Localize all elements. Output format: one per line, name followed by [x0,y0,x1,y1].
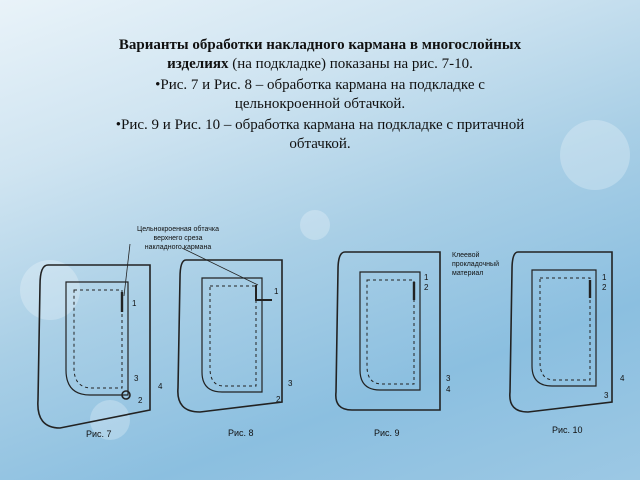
fig8-note-line: Цельнокроенная обтачка [137,225,219,233]
fig7-stitch-line [73,289,123,389]
fig7-mark-label: 3 [134,374,139,383]
bokeh-decoration [560,120,630,190]
fig7-mark-label: 1 [132,299,137,308]
fig8-leader-line [181,247,259,286]
fig7-leader-line [123,243,131,297]
figure-10 [509,251,613,413]
fig8-mark-label: 2 [276,395,281,404]
fig10-mark-label: 1 [602,273,607,282]
fig8-mark-label: 3 [288,379,293,388]
slide-text: Варианты обработки накладного кармана в … [110,36,530,154]
fig9-mark-label: 1 [424,273,429,282]
figure-captions: Рис. 7 Рис. 8 Рис. 9 Рис. 10 [86,425,583,439]
fig10-mark-label: 2 [602,283,607,292]
fig8-note-line: верхнего среза [153,235,202,242]
fig9-stitch-line [366,279,415,385]
fig10-caption: Рис. 10 [552,425,583,435]
pocket-figures: Цельнокроенная обтачка верхнего среза на… [37,225,625,439]
bokeh-decoration [300,210,330,240]
fig7-mark-label: 4 [158,382,163,391]
fig9-mark-label: 2 [424,283,429,292]
heading-rest: (на подкладке) показаны на рис. 7-10. [228,56,473,72]
fig10-pocket [531,269,597,387]
figure-9 [335,251,441,411]
callouts: Цельнокроенная обтачка верхнего среза на… [137,225,499,277]
fig10-outline [509,251,613,413]
slide-heading: Варианты обработки накладного кармана в … [110,36,530,74]
fig8-facing [255,285,272,301]
fig8-stitch-line [209,285,257,387]
fig9-pocket [359,271,421,391]
fig7-caption: Рис. 7 [86,429,112,439]
fig8-pocket [201,277,263,393]
fig10-mark-label: 3 [604,391,609,400]
fig7-pocket [65,281,129,396]
figure-8 [123,243,283,413]
fig8-note-line: накладного кармана [145,244,212,251]
bullet-item: •Рис. 7 и Рис. 8 – обработка кармана на … [155,77,485,112]
fig9-outline [335,251,441,411]
figure-marks: 1 3 4 2 1 3 2 1 2 3 4 1 2 4 3 [132,273,625,405]
fig9-note-line: Клеевой [452,251,479,259]
fig8-mark-label: 1 [274,287,279,296]
fig10-stitch-line [539,277,591,381]
bullet-text: Рис. 7 и Рис. 8 – обработка кармана на п… [160,77,485,112]
figure-7 [37,264,151,429]
heading-bold: Варианты обработки накладного кармана в … [118,37,522,72]
bokeh-decoration [20,260,80,320]
fig8-caption: Рис. 8 [228,428,254,438]
fig9-caption: Рис. 9 [374,428,400,438]
bullet-text: Рис. 9 и Рис. 10 – обработка кармана на … [121,117,525,152]
fig8-outline [177,259,283,413]
fig9-mark-label: 4 [446,385,451,394]
fig7-mark [121,390,131,400]
fig9-note-line: прокладочный [452,260,499,268]
fig7-outline [37,264,151,429]
fig7-mark-label: 2 [138,396,143,405]
fig9-mark-label: 3 [446,374,451,383]
fig9-note-line: материал [452,270,483,277]
fig10-mark-label: 4 [620,374,625,383]
bullet-item: •Рис. 9 и Рис. 10 – обработка кармана на… [115,117,525,152]
